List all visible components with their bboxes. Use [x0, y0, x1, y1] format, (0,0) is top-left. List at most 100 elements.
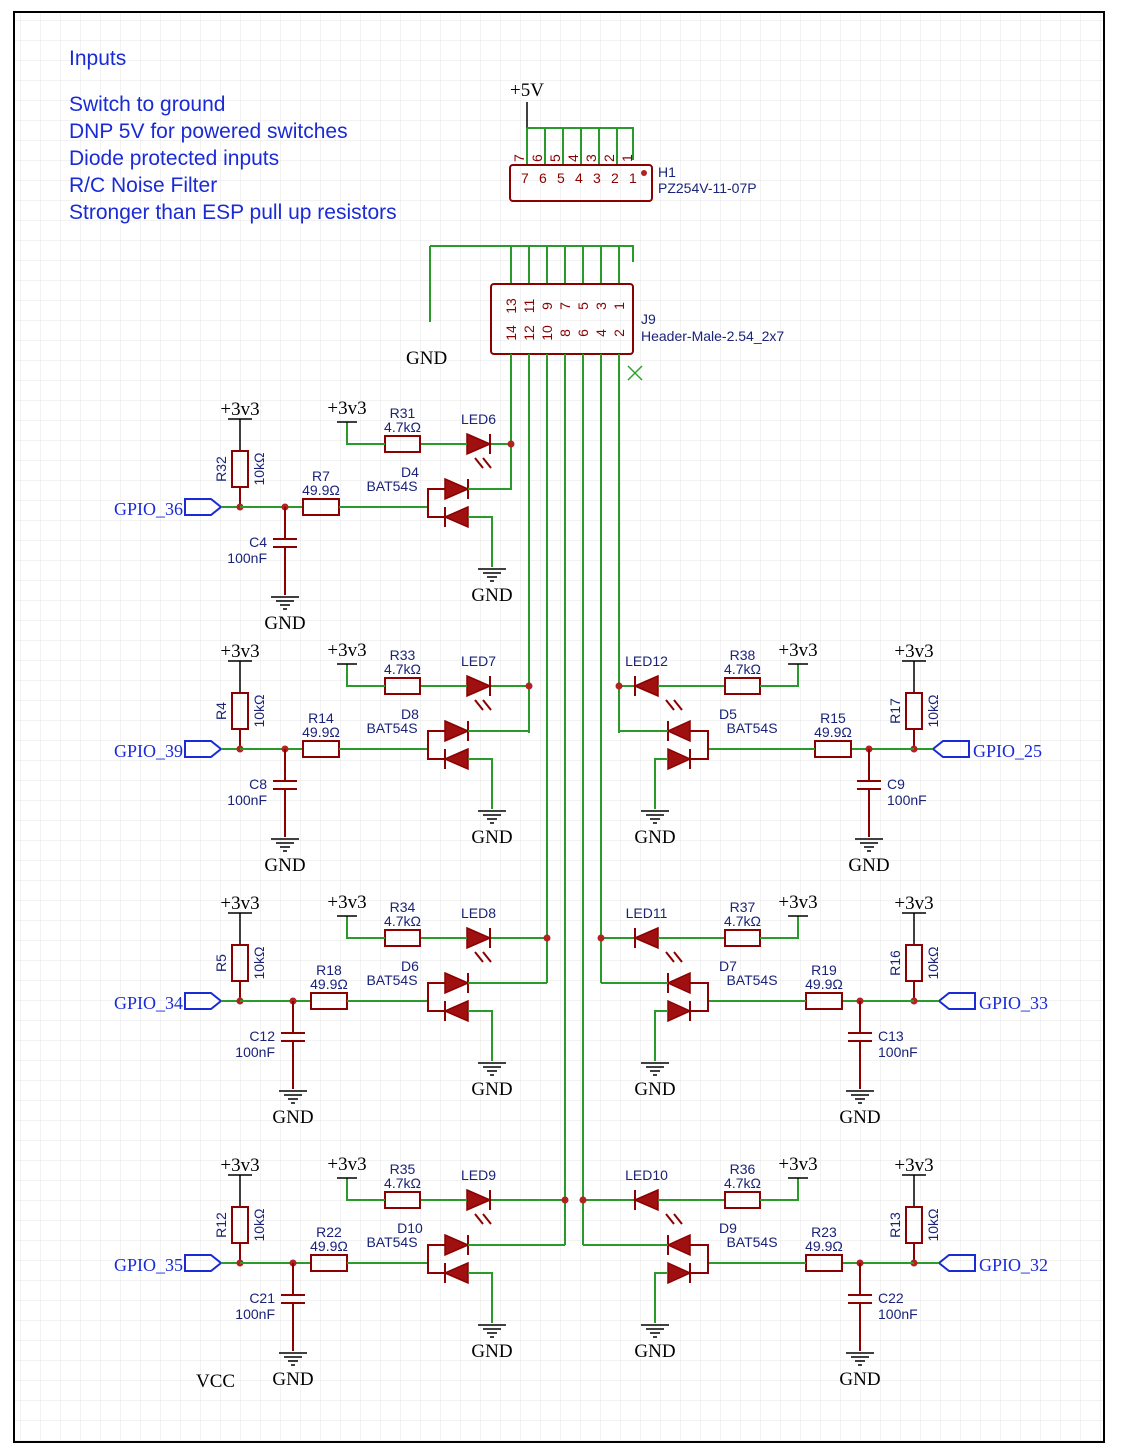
power-3v3-label: +3v3 [220, 641, 259, 662]
pullup-value: 10kΩ [251, 452, 267, 485]
signal-trunks [510, 354, 620, 1245]
ground-label: GND [264, 613, 305, 634]
pullup-supply [228, 1174, 252, 1207]
gpio-port-flag [184, 740, 223, 758]
h1-pin-top: 6 [529, 154, 545, 162]
diode-ref: D9 [719, 1220, 737, 1236]
diode-value: BAT54S [366, 720, 417, 736]
h1-pin-in: 3 [593, 170, 601, 186]
led-ref: LED10 [625, 1167, 668, 1183]
filter-capacitor [281, 1001, 305, 1089]
diode-to-ground-wire [468, 1010, 493, 1061]
diode-ref: D7 [719, 958, 737, 974]
power-3v3-label: +3v3 [327, 398, 366, 419]
note-line: Diode protected inputs [69, 147, 279, 170]
diode-ref: D4 [401, 464, 419, 480]
series-value: 49.9Ω [302, 482, 340, 498]
j9-pin-even: 6 [575, 329, 591, 337]
led-emission-arrows [665, 1213, 683, 1225]
led-supply-wire [346, 916, 385, 939]
ground-label: GND [471, 1079, 512, 1100]
h1-pin-in: 7 [521, 170, 529, 186]
diode-value: BAT54S [366, 972, 417, 988]
diode-leads [690, 982, 709, 1012]
power-3v3-label: +3v3 [778, 1154, 817, 1175]
diode-to-ground-wire [654, 1272, 668, 1323]
j9-top-pin-wires [510, 246, 620, 284]
led-resistor-ref: R31 [390, 405, 416, 421]
cap-ref: C13 [878, 1028, 904, 1044]
h1-value: PZ254V-11-07P [658, 180, 757, 196]
ground-symbol [846, 1090, 874, 1104]
junction-dot [561, 1196, 569, 1204]
ground-label: GND [272, 1369, 313, 1390]
diode-value: BAT54S [726, 972, 777, 988]
diode-value: BAT54S [366, 1234, 417, 1250]
h1-pin-in: 6 [539, 170, 547, 186]
ground-label: GND [264, 855, 305, 876]
ground-label: GND [471, 1341, 512, 1362]
series-ref: R19 [811, 962, 837, 978]
led-resistor-value: 4.7kΩ [384, 661, 421, 677]
ground-label: GND [634, 827, 675, 848]
led-supply-wire [346, 1178, 385, 1201]
diode-to-ground-wire [468, 516, 493, 567]
diode-leads [690, 730, 709, 760]
junction-dot [579, 1196, 587, 1204]
gpio-port-flag [937, 992, 976, 1010]
diode-ref: D5 [719, 706, 737, 722]
ground-label: GND [634, 1341, 675, 1362]
pullup-ref: R13 [887, 1212, 903, 1238]
pullup-supply [228, 912, 252, 945]
h1-pin-top: 5 [547, 154, 563, 162]
ground-label: GND [839, 1107, 880, 1128]
led-emission-arrows [474, 457, 492, 469]
led-resistor-ref: R36 [730, 1161, 756, 1177]
power-3v3-label: +3v3 [778, 892, 817, 913]
series-ref: R22 [316, 1224, 342, 1240]
ground-symbol [271, 596, 299, 610]
led-emission-arrows [474, 1213, 492, 1225]
note-line: Switch to ground [69, 93, 225, 116]
j9-pin-odd: 9 [539, 302, 555, 310]
j9-body [490, 283, 634, 355]
diode-leads [427, 1244, 445, 1274]
pullup-supply [228, 418, 252, 451]
diode-ref: D8 [401, 706, 419, 722]
junction-dot [597, 934, 605, 942]
note-line: DNP 5V for powered switches [69, 120, 348, 143]
power-3v3-label: +3v3 [327, 640, 366, 661]
led-supply-wire [760, 664, 799, 687]
pullup-ref: R17 [887, 698, 903, 724]
diode-upper [444, 719, 470, 743]
cap-value: 100nF [887, 792, 927, 808]
h1-pin-top: 2 [601, 154, 617, 162]
pullup-value: 10kΩ [251, 946, 267, 979]
diode-upper [666, 971, 691, 995]
led-resistor-ref: R34 [390, 899, 416, 915]
power-3v3-label: +3v3 [894, 641, 933, 662]
power-3v3-label: +3v3 [327, 1154, 366, 1175]
diode-ref: D6 [401, 958, 419, 974]
ground-symbol [478, 810, 506, 824]
j9-pin-odd: 5 [575, 302, 591, 310]
pullup-supply [902, 912, 926, 945]
note-title: Inputs [69, 47, 126, 70]
junction-dot [525, 682, 533, 690]
gpio-net-label: GPIO_36 [114, 499, 183, 519]
ground-label: GND [848, 855, 889, 876]
ground-symbol [279, 1090, 307, 1104]
filter-capacitor [857, 749, 881, 837]
cap-value: 100nF [227, 792, 267, 808]
cap-value: 100nF [878, 1306, 918, 1322]
diode-leads [427, 982, 445, 1012]
pullup-supply [902, 1174, 926, 1207]
gpio-net-label: GPIO_35 [114, 1255, 183, 1275]
series-ref: R23 [811, 1224, 837, 1240]
